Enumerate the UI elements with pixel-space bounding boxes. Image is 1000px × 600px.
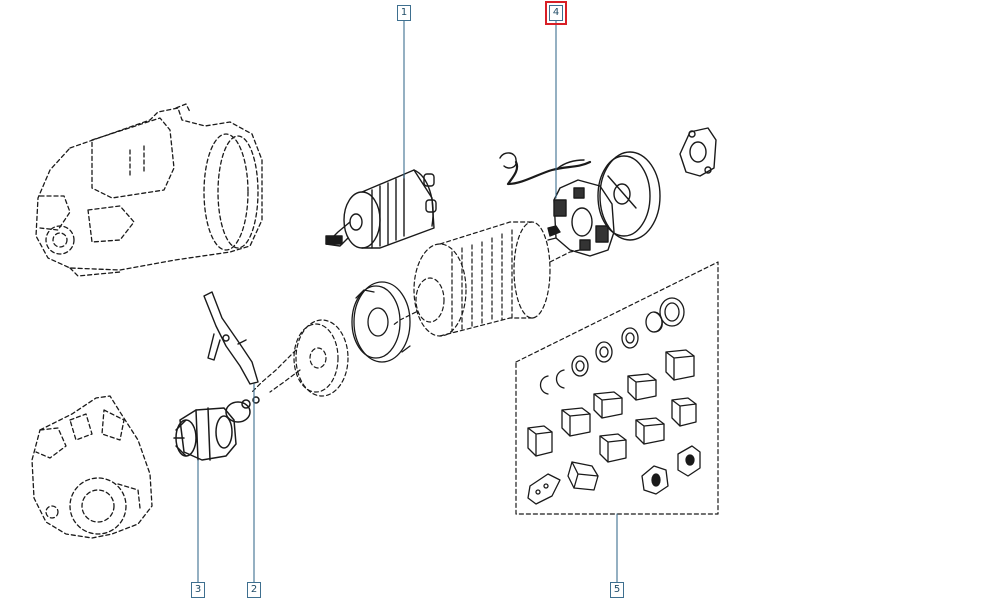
callout-5[interactable]: 5 [610, 582, 624, 598]
end-plate [597, 151, 661, 241]
repair-kit-box [515, 261, 719, 515]
intermediate-plate [351, 281, 411, 363]
terminal [641, 465, 669, 495]
drive-end-housing-outline [31, 395, 153, 539]
brush-block [627, 373, 657, 401]
shift-lever-part-2 [203, 291, 259, 385]
gasket [679, 127, 717, 177]
brush-block [561, 407, 591, 437]
leader-lines [197, 19, 618, 583]
brush-block [593, 391, 623, 419]
brush-block [567, 461, 599, 491]
pinion-drive-part-3 [173, 396, 260, 461]
brush-block [527, 425, 553, 457]
callout-4[interactable]: 4 [545, 1, 567, 25]
repair-kit-contents [527, 297, 701, 505]
callout-3[interactable]: 3 [191, 582, 205, 598]
reduction-gear [251, 319, 349, 397]
terminal [677, 445, 701, 477]
armature [391, 221, 581, 337]
brush-block [671, 397, 697, 427]
brush-block [665, 349, 695, 381]
solenoid-part-1 [325, 169, 437, 249]
brush-block [599, 433, 627, 463]
callout-1[interactable]: 1 [397, 5, 411, 21]
brush-block [635, 417, 665, 445]
callout-2[interactable]: 2 [247, 582, 261, 598]
brush-holder-assembly-part-4 [499, 152, 615, 257]
starter-motor-housing-outline [35, 103, 263, 277]
brush-block [527, 473, 561, 505]
